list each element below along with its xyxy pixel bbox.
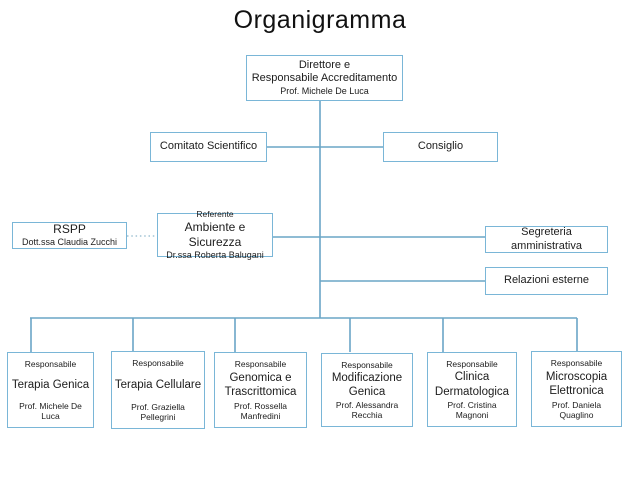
- node-referente-role: Referente: [196, 209, 234, 220]
- unit-role: Responsabile: [550, 358, 603, 368]
- node-referente-person: Dr.ssa Roberta Balugani: [166, 249, 264, 260]
- node-relazioni-esterne: Relazioni esterne: [485, 267, 608, 295]
- unit-role: Responsabile: [24, 359, 77, 369]
- node-unit-microscopia-elettronica: Responsabile Microscopia Elettronica Pro…: [531, 351, 622, 427]
- unit-label: Microscopia Elettronica: [545, 370, 608, 398]
- unit-label: Terapia Cellulare: [114, 379, 202, 391]
- node-unit-terapia-genica: Responsabile Terapia Genica Prof. Michel…: [7, 352, 94, 428]
- unit-role: Responsabile: [341, 360, 393, 370]
- unit-role: Responsabile: [446, 359, 498, 369]
- unit-label: Modificazione Genica: [331, 371, 403, 399]
- node-comitato-scientifico: Comitato Scientifico: [150, 132, 267, 162]
- node-segreteria-amministrativa: Segreteria amministrativa: [485, 226, 608, 253]
- node-consiglio-label: Consiglio: [417, 140, 464, 153]
- node-unit-terapia-cellulare: Responsabile Terapia Cellulare Prof. Gra…: [111, 351, 205, 429]
- unit-person: Prof. Rossella Manfredini: [234, 400, 287, 422]
- node-referente-label: Ambiente e Sicurezza: [184, 219, 246, 249]
- node-direttore: Direttore e Responsabile Accreditamento …: [246, 55, 403, 101]
- unit-person: Prof. Alessandra Recchia: [335, 399, 399, 421]
- unit-role: Responsabile: [234, 359, 287, 369]
- unit-person: Prof. Cristina Magnoni: [447, 399, 497, 421]
- node-referente-ambiente-sicurezza: Referente Ambiente e Sicurezza Dr.ssa Ro…: [157, 209, 273, 260]
- node-rspp-label: RSPP: [53, 222, 86, 237]
- node-rspp: RSPP Dott.ssa Claudia Zucchi: [12, 222, 127, 249]
- page-title: Organigramma: [233, 6, 407, 34]
- unit-label: Clinica Dermatologica: [434, 371, 510, 398]
- node-direttore-person: Prof. Michele De Luca: [280, 86, 369, 97]
- node-unit-modificazione-genica: Responsabile Modificazione Genica Prof. …: [321, 353, 413, 427]
- node-unit-genomica-trascrittomica: Responsabile Genomica e Trascrittomica P…: [214, 352, 307, 428]
- unit-person: Prof. Daniela Quaglino: [551, 399, 602, 421]
- node-direttore-label-line2: Responsabile Accreditamento: [251, 72, 398, 85]
- unit-label: Terapia Genica: [11, 379, 90, 391]
- unit-person: Prof. Graziella Pellegrini: [131, 401, 185, 423]
- node-segreteria-label: Segreteria amministrativa: [511, 225, 582, 252]
- unit-label: Genomica e Trascrittomica: [224, 371, 297, 399]
- unit-role: Responsabile: [132, 358, 184, 368]
- node-consiglio: Consiglio: [383, 132, 498, 162]
- node-unit-clinica-dermatologica: Responsabile Clinica Dermatologica Prof.…: [427, 352, 517, 427]
- node-direttore-label-line1: Direttore e: [298, 58, 351, 71]
- node-relazioni-label: Relazioni esterne: [504, 274, 589, 287]
- unit-person: Prof. Michele De Luca: [19, 400, 82, 422]
- node-comitato-label: Comitato Scientifico: [159, 140, 258, 153]
- node-rspp-person: Dott.ssa Claudia Zucchi: [21, 237, 118, 248]
